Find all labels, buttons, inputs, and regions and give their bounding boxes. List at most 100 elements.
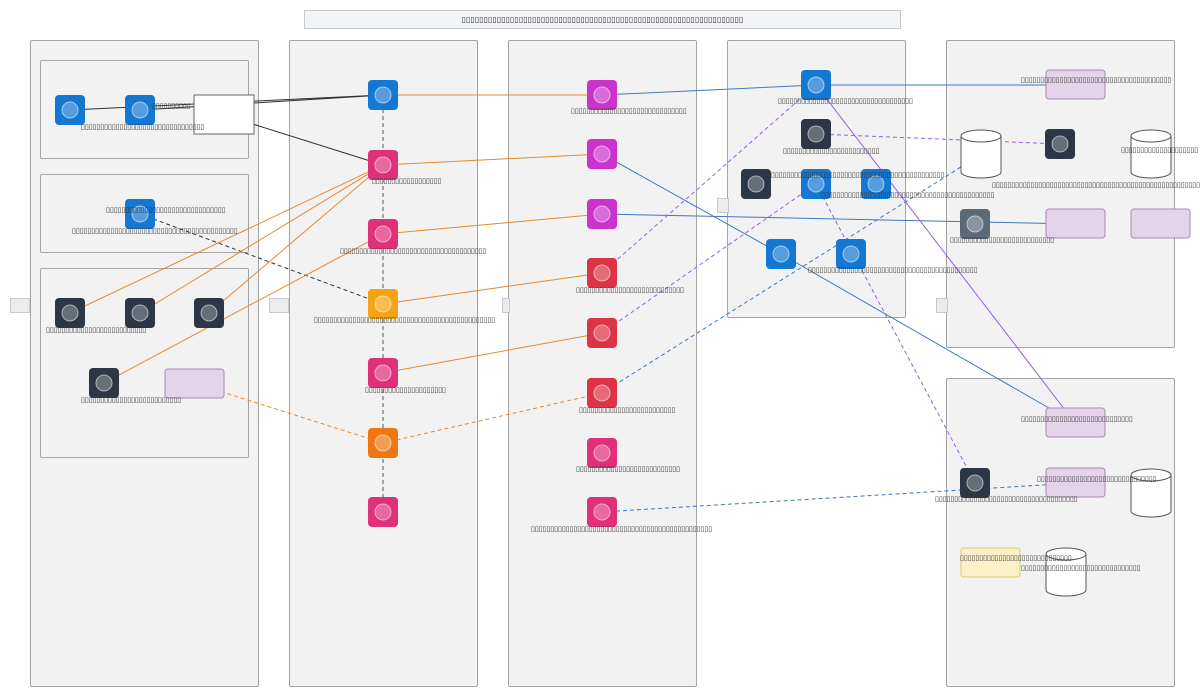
node-label: ▯▯▯▯▯▯▯▯▯▯▯▯▯▯▯▯▯▯▯▯▯▯▯▯▯▯▯▯▯▯▯▯ (81, 123, 204, 131)
edge-connector (193, 382, 384, 444)
edge-connector (601, 183, 817, 334)
service-icon[interactable] (1045, 129, 1075, 159)
service-icon[interactable] (368, 428, 398, 458)
lane-toggle-tab[interactable] (269, 298, 289, 313)
node-label: ▯▯▯▯▯▯▯▯▯▯▯▯▯▯▯▯▯▯▯▯▯▯▯▯▯▯▯▯▯▯▯▯▯▯▯▯▯▯▯▯… (992, 181, 1200, 189)
service-icon[interactable] (801, 70, 831, 100)
service-icon[interactable] (125, 298, 155, 328)
service-icon[interactable] (587, 497, 617, 527)
node-label: ▯▯▯▯▯▯▯▯▯▯▯▯▯▯▯▯▯▯▯▯▯▯▯▯▯▯ (81, 396, 181, 404)
service-icon[interactable] (741, 169, 771, 199)
service-icon[interactable] (368, 219, 398, 249)
database-cylinder-icon (1130, 468, 1172, 518)
edge-connector (601, 480, 1076, 513)
node-label: ▯▯▯▯▯▯▯▯▯▯▯▯▯▯▯▯▯▯▯▯▯▯▯▯▯▯▯▯▯▯▯ (106, 206, 225, 214)
service-icon[interactable] (861, 169, 891, 199)
service-icon[interactable] (766, 239, 796, 269)
edge-connector (601, 84, 817, 274)
service-icon[interactable] (587, 318, 617, 348)
node-label: ▯▯▯▯▯▯▯▯▯▯▯▯▯▯▯▯▯▯▯▯▯▯▯▯▯▯▯▯▯▯▯▯▯▯▯▯▯ (935, 495, 1078, 503)
node-label: ▯▯▯▯▯▯▯▯▯▯▯▯▯▯▯▯▯▯▯▯▯▯▯▯▯▯▯▯▯▯▯▯▯▯▯▯▯▯▯▯… (821, 191, 994, 199)
node-label: ▯▯▯▯▯▯▯▯▯▯▯▯▯▯▯▯▯▯▯▯▯▯▯▯▯▯▯▯▯▯▯▯▯▯▯▯▯▯▯▯… (314, 316, 495, 324)
node-label: ▯▯▯▯▯▯▯▯▯▯▯▯▯▯▯▯▯▯▯▯ (1121, 146, 1198, 154)
node-label: ▯▯▯▯▯▯▯▯▯▯▯▯▯▯▯▯▯▯▯▯▯▯▯▯▯▯▯▯▯▯▯ (1037, 475, 1156, 483)
lane-toggle-tab[interactable] (502, 298, 510, 313)
service-icon[interactable] (587, 438, 617, 468)
edge-connector (382, 211, 603, 235)
node-label: ▯▯▯▯▯▯▯▯▯▯▯▯▯▯▯▯▯▯▯▯▯▯▯▯▯▯▯▯ (576, 286, 684, 294)
service-icon[interactable] (587, 378, 617, 408)
process-box (193, 94, 255, 135)
service-icon[interactable] (55, 298, 85, 328)
edge-connector (815, 133, 1061, 145)
edge-connector (382, 331, 603, 374)
service-icon[interactable] (55, 95, 85, 125)
node-label: ▯▯▯▯▯▯▯▯▯▯▯▯▯▯▯▯▯▯▯▯▯▯▯▯▯▯▯▯▯ (960, 554, 1072, 562)
service-icon[interactable] (587, 199, 617, 229)
node-label: ▯▯▯▯▯▯▯▯▯▯▯▯▯▯▯▯▯▯▯▯▯▯▯▯▯ (783, 147, 879, 155)
service-icon[interactable] (194, 298, 224, 328)
lane-toggle-tab[interactable] (717, 198, 729, 213)
database-cylinder-icon (960, 129, 1002, 179)
service-icon[interactable] (368, 150, 398, 180)
node-label: ▯▯▯▯▯▯▯▯▯▯▯▯▯▯▯▯▯▯▯▯▯▯▯▯▯▯▯▯▯▯▯ (1021, 564, 1140, 572)
labels: ▯▯▯▯▯▯▯▯▯▯▯▯▯▯▯▯▯▯▯▯▯▯▯▯▯▯▯▯▯▯▯▯ ▯▯▯▯▯▯▯… (46, 76, 1200, 572)
edge-connector (601, 154, 981, 394)
databases (960, 129, 1172, 597)
service-icon[interactable] (368, 358, 398, 388)
diagram-title: ▯▯▯▯▯▯▯▯▯▯▯▯▯▯▯▯▯▯▯▯▯▯▯▯▯▯▯▯▯▯▯▯▯▯▯▯▯▯▯▯… (304, 10, 901, 29)
node-label: ▯▯▯▯▯▯▯▯▯▯▯▯▯▯▯▯▯▯▯▯▯▯▯▯▯▯▯ (576, 465, 680, 473)
edge-connector (103, 233, 384, 384)
service-icon[interactable] (368, 289, 398, 319)
note-box (960, 547, 1021, 578)
service-icon[interactable] (801, 119, 831, 149)
service-icon[interactable] (801, 169, 831, 199)
resource-box (1045, 208, 1106, 239)
service-icon[interactable] (587, 80, 617, 110)
resource-box (1045, 467, 1106, 498)
edge-connector (601, 82, 1075, 96)
node-label: ▯▯▯▯▯▯▯▯▯▯▯▯▯▯▯▯▯▯▯▯▯▯▯▯▯▯▯▯▯▯▯▯▯▯▯ (778, 97, 913, 105)
service-icon[interactable] (125, 199, 155, 229)
resource-box (164, 368, 225, 399)
service-icon[interactable] (960, 468, 990, 498)
edge-connector (382, 151, 603, 166)
node-label: ▯▯▯▯▯▯▯▯▯▯▯▯▯▯▯▯▯▯▯▯▯▯▯▯▯▯▯ (950, 236, 1054, 244)
node-label: ▯▯▯▯▯▯▯▯▯▯▯▯▯▯▯▯▯▯▯▯▯▯▯▯▯▯▯▯▯▯▯▯▯▯▯▯▯▯▯▯… (72, 227, 238, 235)
database-cylinder-icon (1045, 547, 1087, 597)
service-icon[interactable] (960, 209, 990, 239)
edge-connector (601, 213, 1076, 227)
lane-toggle-tab[interactable] (936, 298, 948, 313)
resource-box (1045, 69, 1106, 100)
node-label: ▯▯▯▯▯▯▯▯▯▯▯▯▯▯▯▯▯▯▯▯▯▯▯▯▯▯▯▯▯▯▯▯▯▯▯▯▯▯▯ (1021, 76, 1171, 84)
service-icon[interactable] (836, 239, 866, 269)
service-icon[interactable] (368, 80, 398, 110)
service-icon[interactable] (587, 139, 617, 169)
lane-toggle-tab[interactable] (10, 298, 30, 313)
edge-connector (382, 271, 603, 305)
node-label: ▯▯▯▯▯▯▯▯▯▯▯▯▯▯▯▯▯▯▯▯▯▯▯▯▯▯ (46, 326, 146, 334)
node-label: ▯▯▯▯▯▯▯▯▯▯▯▯▯▯▯▯▯▯▯▯▯▯▯▯▯▯▯▯▯▯▯▯▯▯▯▯▯▯▯▯… (808, 266, 978, 274)
service-icon[interactable] (89, 368, 119, 398)
node-label: ▯▯▯▯▯▯▯▯▯▯▯▯▯▯▯▯▯▯▯▯▯▯▯▯▯▯▯▯▯▯▯▯▯▯▯▯▯▯ (340, 247, 486, 255)
resource-box (1045, 407, 1106, 438)
resource-box (1130, 208, 1191, 239)
edge-connector (139, 213, 384, 305)
node-label: ▯▯▯▯▯▯▯▯▯▯▯▯▯▯▯▯▯▯▯▯▯▯▯▯▯▯▯▯▯▯▯▯▯▯▯▯▯▯▯▯… (771, 171, 944, 179)
service-icon[interactable] (587, 258, 617, 288)
database-cylinder-icon (1130, 129, 1172, 179)
node-label: ▯▯▯▯▯▯▯▯▯▯▯▯▯▯▯▯▯▯▯▯▯▯▯▯▯▯▯▯▯▯ (571, 107, 687, 115)
service-icon[interactable] (368, 497, 398, 527)
node-label: ▯▯▯▯▯▯▯▯▯▯▯▯▯▯▯▯▯▯▯▯▯▯▯▯▯ (579, 406, 675, 414)
node-label: ▯▯▯▯▯▯▯▯▯▯▯▯▯▯▯▯▯▯▯▯▯ (365, 386, 446, 394)
node-label: ▯▯▯▯▯▯▯▯▯▯▯▯▯▯▯▯▯▯▯▯▯▯▯▯▯▯▯▯▯ (1021, 415, 1133, 423)
edge-connector (208, 164, 384, 314)
edge-connector (69, 164, 384, 314)
service-icon[interactable] (125, 95, 155, 125)
node-label: ▯▯▯▯▯▯▯▯▯▯▯▯▯▯▯▯▯▯ (372, 177, 441, 185)
resource-boxes (164, 69, 1191, 578)
edge-connector (815, 84, 1076, 424)
edge-connector (139, 164, 384, 314)
node-label: ▯▯▯▯▯▯▯▯▯▯▯▯▯▯▯▯▯▯▯▯▯▯▯▯▯▯▯▯▯▯▯▯▯▯▯▯▯▯▯▯… (531, 525, 712, 533)
